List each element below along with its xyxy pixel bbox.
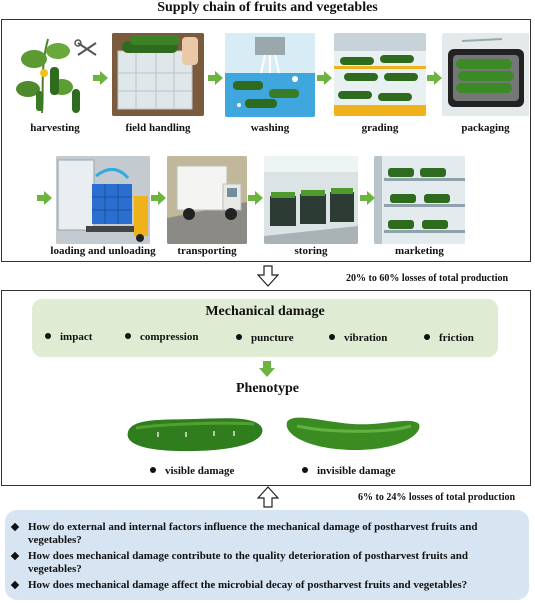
bullet-icon xyxy=(302,467,308,474)
research-questions-panel xyxy=(5,510,529,600)
damage-type-vibration: vibration xyxy=(329,332,387,344)
stage-label-packaging: packaging xyxy=(461,122,510,134)
research-question-1: How do external and internal factors inf… xyxy=(10,521,512,547)
shelf-illustration xyxy=(374,156,465,244)
truck-illustration xyxy=(167,156,247,244)
warehouse-illustration xyxy=(264,156,358,244)
stage-label-marketing: marketing xyxy=(395,245,444,257)
damage-box xyxy=(1,290,531,486)
diagram-title: Supply chain of fruits and vegetables xyxy=(157,0,378,15)
diamond-bullet-icon xyxy=(10,580,20,590)
mechanical-damage-panel xyxy=(32,299,498,357)
stage-label-loading: loading and unloading xyxy=(50,245,156,257)
cucumber-invisible-damage-image xyxy=(283,408,423,461)
loss-note-damage: 6% to 24% losses of total production xyxy=(358,492,516,503)
cucumber-visible-damage-image xyxy=(122,410,266,461)
stage-label-harvesting: harvesting xyxy=(30,122,80,134)
bullet-icon xyxy=(125,333,131,340)
phenotype-invisible-damage: invisible damage xyxy=(302,465,396,477)
stage-label-washing: washing xyxy=(250,122,290,134)
damage-type-impact: impact xyxy=(45,331,92,343)
up-arrow-icon xyxy=(256,486,280,513)
harvest-illustration xyxy=(12,29,100,115)
phenotype-visible-damage: visible damage xyxy=(150,465,234,477)
diamond-bullet-icon xyxy=(10,551,20,561)
stage-label-storing: storing xyxy=(294,245,328,257)
bullet-icon xyxy=(329,334,335,341)
damage-type-puncture: puncture xyxy=(236,332,294,344)
package-tray-illustration xyxy=(442,33,529,116)
phenotype-title: Phenotype xyxy=(236,381,299,396)
bullet-icon xyxy=(424,334,430,341)
research-question-2: How does mechanical damage contribute to… xyxy=(10,550,512,576)
damage-type-friction: friction xyxy=(424,332,474,344)
green-down-arrow-icon xyxy=(259,361,275,382)
mechanical-damage-title: Mechanical damage xyxy=(205,304,325,319)
research-question-3: How does mechanical damage affect the mi… xyxy=(10,579,512,592)
down-arrow-icon xyxy=(256,265,280,292)
crate-illustration xyxy=(112,33,204,116)
supply-chain-box xyxy=(1,19,531,262)
diamond-bullet-icon xyxy=(10,522,20,532)
bullet-icon xyxy=(45,333,51,340)
grading-illustration xyxy=(334,33,426,116)
stage-label-transporting: transporting xyxy=(177,245,237,257)
truck-loading-illustration xyxy=(56,156,150,244)
bullet-icon xyxy=(150,467,156,474)
stage-label-field-handling: field handling xyxy=(125,122,191,134)
bullet-icon xyxy=(236,334,242,341)
stage-label-grading: grading xyxy=(361,122,399,134)
washing-illustration xyxy=(225,33,315,117)
damage-type-compression: compression xyxy=(125,331,198,343)
loss-note-supply-chain: 20% to 60% losses of total production xyxy=(346,273,509,284)
